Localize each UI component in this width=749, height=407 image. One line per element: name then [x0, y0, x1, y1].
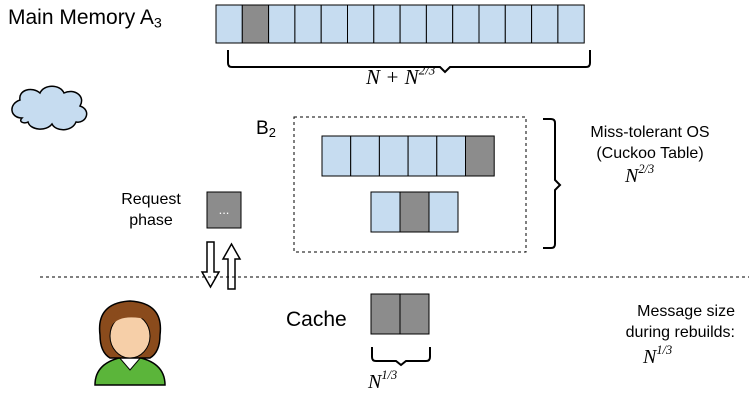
request-box-text: ...: [218, 202, 230, 217]
main-memory-cell: [320, 4, 349, 44]
request-phase-label: Request phase: [96, 189, 206, 231]
cache-size-brace: [371, 347, 431, 367]
buffer-row-1-cell: [436, 135, 466, 177]
cache-cell: [399, 293, 430, 335]
main-memory-cell: [347, 4, 375, 44]
os-size-label: N2/3: [625, 162, 655, 187]
main-memory-cell: [294, 4, 322, 44]
request-line-1: Request: [121, 191, 181, 208]
main-memory-cell: [557, 4, 585, 44]
buffer-row-2: [370, 191, 459, 233]
down-arrow-icon: [200, 241, 221, 289]
buffer-row-1-cell: [321, 135, 352, 177]
main-memory-cell: [504, 4, 533, 44]
buffer-title: B2: [256, 118, 276, 141]
buffer-row-2-cell: [399, 191, 430, 233]
message-line-2: during rebuilds:: [625, 324, 735, 341]
main-memory-size-brace: [227, 50, 591, 74]
request-box: [206, 191, 242, 229]
main-memory-cell: [268, 4, 296, 44]
buffer-row-1-cell: [465, 135, 495, 177]
main-memory-cell: [478, 4, 506, 44]
buffer-region: [293, 116, 527, 253]
message-size-label: N1/3: [643, 343, 673, 368]
message-line-1: Message size: [637, 303, 735, 320]
main-memory-cell: [241, 4, 270, 44]
main-memory-array: [215, 4, 585, 44]
main-memory-cell: [373, 4, 401, 44]
main-memory-cell: [452, 4, 480, 44]
main-memory-cell: [399, 4, 427, 44]
buffer-row-1-cell: [350, 135, 380, 177]
main-memory-cell: [425, 4, 454, 44]
buffer-row-1-cell: [378, 135, 409, 177]
os-description: Miss-tolerant OS (Cuckoo Table): [583, 122, 717, 164]
cache-array: [370, 293, 430, 335]
os-brace: [543, 118, 562, 249]
request-line-2: phase: [129, 212, 173, 229]
cache-cell: [370, 293, 401, 335]
cache-title: Cache: [286, 308, 347, 331]
main-memory-cell: [531, 4, 559, 44]
os-line-2: (Cuckoo Table): [596, 145, 704, 162]
buffer-row-1: [321, 135, 495, 177]
main-memory-size-label: N + N2/3: [366, 62, 436, 89]
buffer-row-2-cell: [370, 191, 401, 233]
message-size-description: Message size during rebuilds:: [588, 301, 735, 343]
user-avatar-icon: [94, 300, 166, 386]
buffer-row-1-cell: [407, 135, 438, 177]
cache-size-label: N1/3: [368, 368, 398, 393]
main-memory-title: Main Memory A3: [8, 6, 162, 32]
cloud-icon: [11, 85, 88, 131]
up-arrow-icon: [221, 242, 242, 290]
main-memory-cell: [215, 4, 243, 44]
buffer-row-2-cell: [428, 191, 459, 233]
os-line-1: Miss-tolerant OS: [590, 124, 710, 141]
